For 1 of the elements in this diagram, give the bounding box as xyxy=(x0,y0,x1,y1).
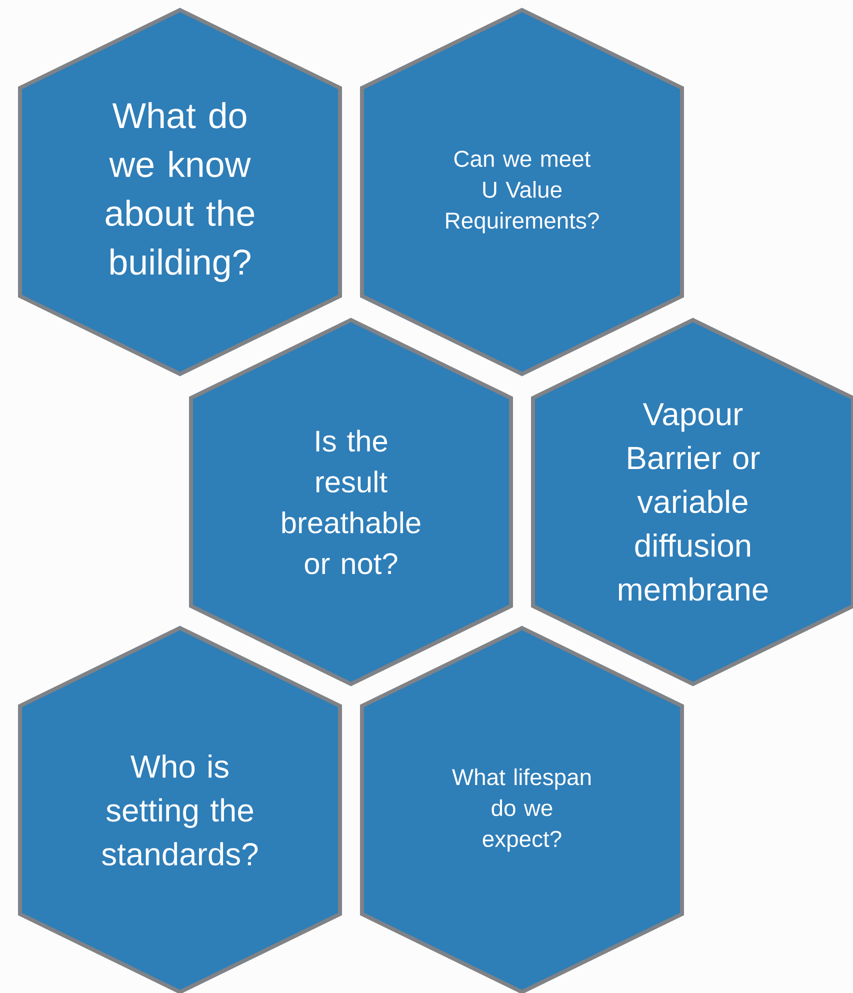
node-label: What lifespan do we expect? xyxy=(452,768,591,852)
